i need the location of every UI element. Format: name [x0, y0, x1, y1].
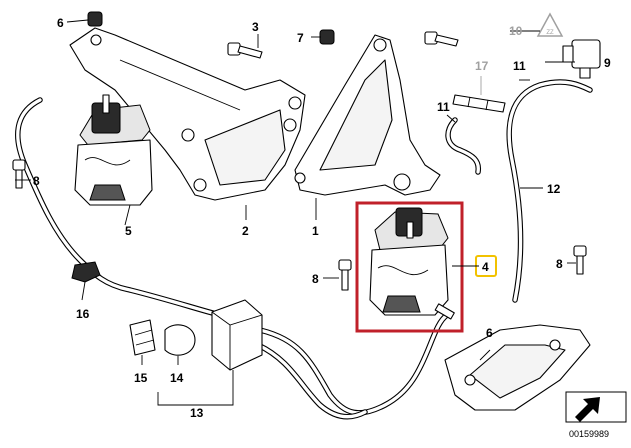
vacuum-hose-lower-2: [255, 342, 368, 420]
callout-3: 3: [252, 20, 259, 34]
vacuum-hose-11: [445, 117, 482, 175]
callout-13: 13: [190, 406, 204, 420]
callout-6b: 7: [297, 31, 304, 45]
warning-symbol-text: ZZ: [546, 30, 554, 36]
vacuum-hose-left: [15, 97, 223, 318]
vacuum-hose-right: [506, 79, 593, 303]
warning-triangle-icon: ZZ: [536, 12, 564, 37]
direction-arrow-icon: [565, 391, 627, 423]
solenoid-valve-9: [562, 39, 601, 79]
hose-fitting-17: [452, 94, 506, 113]
callout-8a: 8: [33, 174, 40, 188]
highlight-box: [355, 201, 464, 333]
callout-17: 17: [475, 59, 489, 73]
callout-9: 9: [604, 56, 611, 70]
document-id: 00159989: [569, 429, 610, 439]
callout-8c: 8: [556, 257, 563, 271]
hose-connector-13: [211, 299, 263, 371]
leader-lines: [15, 19, 576, 406]
hose-clip-14: [164, 324, 196, 356]
engine-mount-5: [74, 94, 153, 206]
callout-6a: 6: [57, 16, 64, 30]
bolt-3: [227, 42, 263, 59]
callout-7: 6: [486, 326, 493, 340]
callout-15: 15: [134, 371, 148, 385]
callout-10: 10: [509, 24, 523, 38]
nut-6b: [319, 29, 335, 45]
callout-11b: 11: [437, 100, 450, 114]
support-bracket-7: [444, 324, 591, 411]
support-bracket-1: [294, 34, 441, 196]
callout-2: 2: [242, 224, 249, 238]
support-bracket-2: [69, 27, 306, 201]
bolt-8a: [12, 159, 26, 189]
callout-12: 12: [547, 182, 561, 196]
callout-16: 16: [76, 307, 90, 321]
callout-14: 14: [170, 371, 184, 385]
callout-1: 1: [312, 224, 319, 238]
engine-mount-4: [369, 207, 455, 320]
hose-clip-15: [129, 319, 156, 356]
bolt-8c: [573, 245, 587, 275]
callout-4: 4: [482, 260, 489, 274]
callout-8b: 8: [312, 272, 319, 286]
bolt-8b: [338, 259, 352, 291]
bolt-3b: [424, 31, 459, 47]
vacuum-hose-lower: [257, 312, 450, 416]
callout-5: 5: [125, 224, 132, 238]
hose-clip-16: [71, 261, 101, 283]
nut-6a: [87, 11, 103, 27]
callout-11a: 11: [513, 59, 526, 73]
